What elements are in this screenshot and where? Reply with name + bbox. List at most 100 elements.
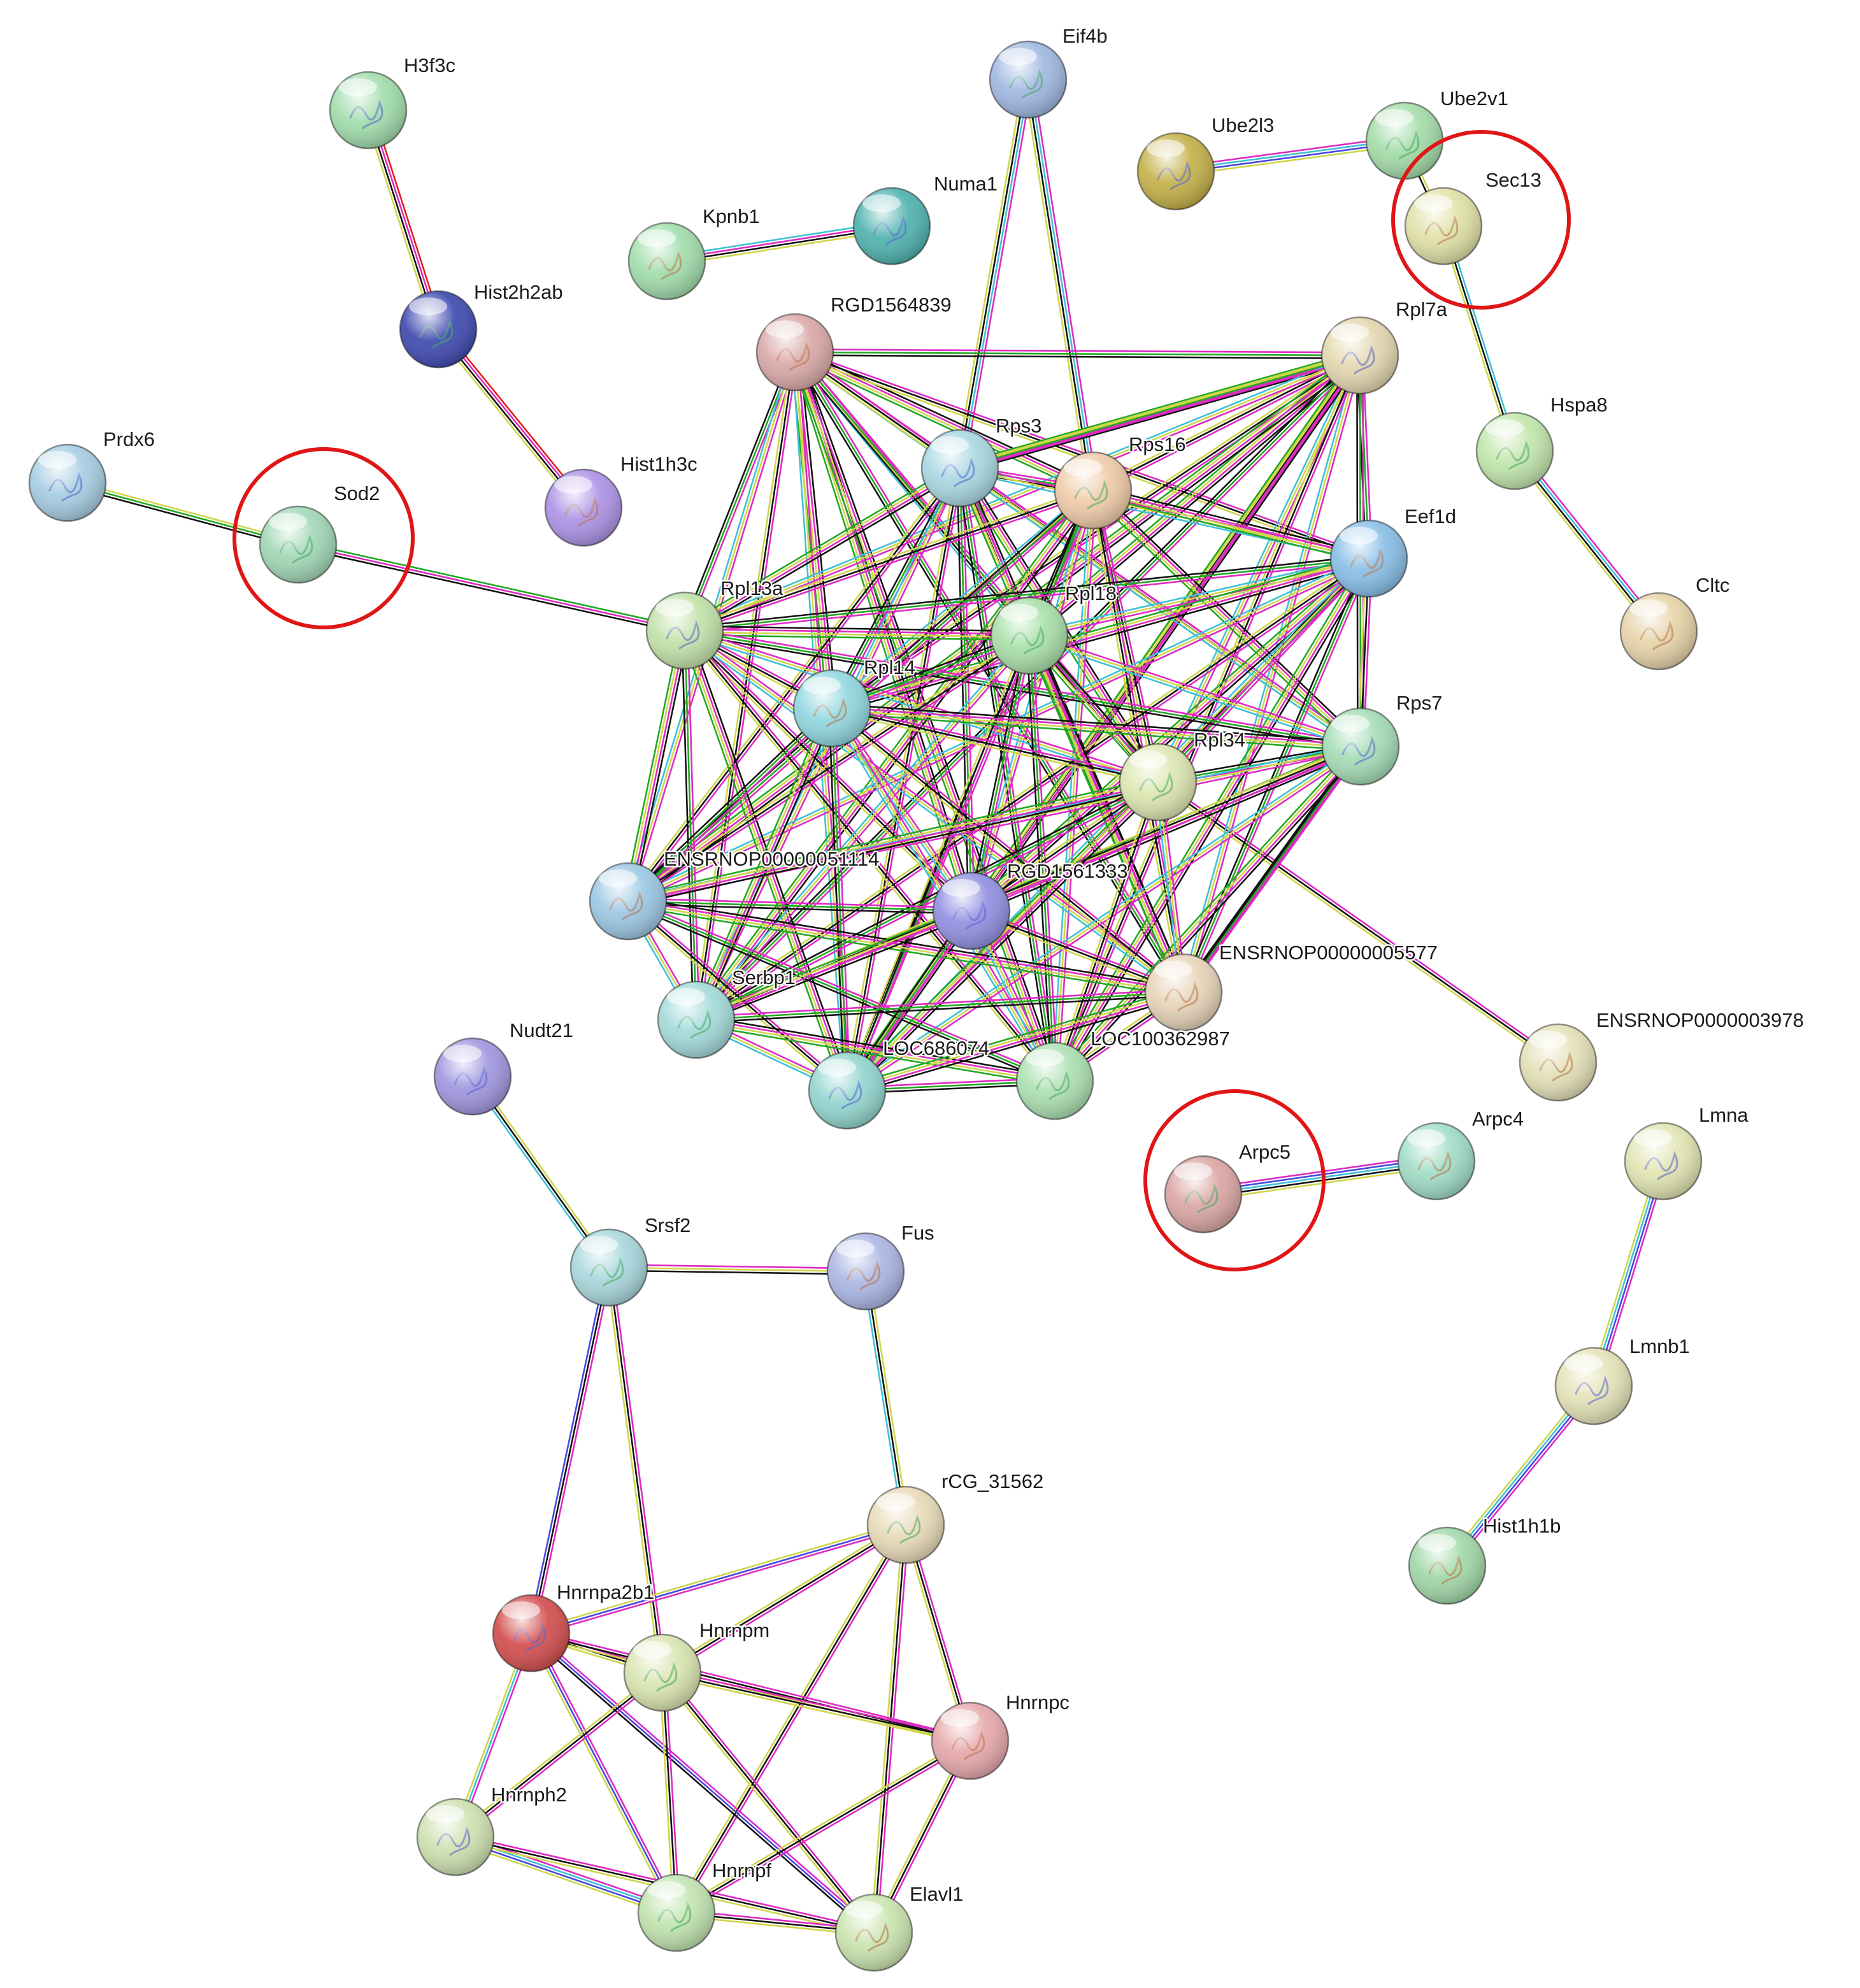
node-rpl14[interactable]: Rpl14 <box>792 655 917 748</box>
node-rpl13a[interactable]: Rpl13a <box>645 576 785 670</box>
edge-evidence-line <box>1027 555 1370 634</box>
node-loc686074[interactable]: LOC686074 <box>808 1036 991 1130</box>
edge-evidence-line <box>692 351 793 1020</box>
highlight-ring-sec13 <box>1391 130 1571 310</box>
edge-evidence-line <box>1175 141 1406 174</box>
edge-evidence-line <box>1202 1157 1437 1192</box>
edge-evidence-line <box>795 348 1371 557</box>
edge-evidence-line <box>697 914 974 1025</box>
edge-hnrnpa2b1-elavl1 <box>528 1630 877 1936</box>
edge-evidence-line <box>1054 781 1159 1082</box>
node-label: Numa1 <box>934 173 998 195</box>
node-highlight <box>269 513 307 531</box>
edge-evidence-line <box>683 487 1093 629</box>
edge-hspa8-cltc <box>1510 447 1663 635</box>
node-label: Sec13 <box>1485 169 1542 191</box>
node-kpnb1[interactable]: Kpnb1 <box>627 204 761 301</box>
edge-eif4b-rps3 <box>954 78 1034 470</box>
edge-evidence-line <box>1028 557 1370 637</box>
node-hnrnph2[interactable]: Hnrnph2 <box>416 1782 568 1877</box>
node-prdx6[interactable]: Prdx6 <box>28 427 156 522</box>
node-hist1h3c[interactable]: Hist1h3c <box>544 452 699 547</box>
node-ensrnop0000003978[interactable]: ENSRNOP0000003978 <box>1519 1008 1805 1102</box>
edge-evidence-line <box>1028 78 1096 491</box>
node-hspa8[interactable]: Hspa8 <box>1475 392 1609 490</box>
node-highlight <box>1629 599 1668 617</box>
node-highlight <box>647 1881 685 1899</box>
node-ensrnop00000051114[interactable]: ENSRNOP00000051114 <box>589 847 881 941</box>
edge-evidence-line <box>847 996 1186 1096</box>
node-nudt21[interactable]: Nudt21 <box>433 1018 575 1116</box>
edge-evidence-line <box>843 352 1357 1089</box>
node-elavl1[interactable]: Elavl1 <box>834 1882 965 1972</box>
edge-evidence-line <box>792 355 1092 496</box>
edge-evidence-line <box>608 1266 867 1273</box>
node-ube2l3[interactable]: Ube2l3 <box>1136 113 1276 211</box>
node-label: rCG_31562 <box>941 1470 1043 1492</box>
node-srsf2[interactable]: Srsf2 <box>569 1213 692 1307</box>
edge-serbp1-loc100362987 <box>694 1014 1057 1087</box>
edge-evidence-line <box>626 629 685 902</box>
edge-evidence-line <box>833 705 1187 991</box>
edge-evidence-line <box>628 630 687 903</box>
node-loc100362987[interactable]: LOC100362987 <box>1015 1026 1231 1120</box>
node-ube2v1[interactable]: Ube2v1 <box>1365 86 1510 180</box>
node-highlight <box>443 1045 482 1062</box>
edge-evidence-line <box>686 352 799 633</box>
edge-srsf2-hnrnpm <box>605 1266 666 1674</box>
edge-evidence-line <box>1174 135 1405 168</box>
edge-evidence-line <box>848 636 1033 1093</box>
edge-evidence-line <box>533 1267 613 1635</box>
node-rpl34[interactable]: Rpl34 <box>1119 727 1247 822</box>
node-eef1d[interactable]: Eef1d <box>1329 504 1458 598</box>
node-label: Rpl13a <box>720 577 783 599</box>
node-eif4b[interactable]: Eif4b <box>989 24 1109 119</box>
node-rgd1561333[interactable]: RGD1561333 <box>932 859 1129 950</box>
node-cltc[interactable]: Cltc <box>1619 573 1731 671</box>
edge-evidence-line <box>959 355 1361 471</box>
node-ensrnop00000005577[interactable]: ENSRNOP00000005577 <box>1144 940 1439 1032</box>
node-rps3[interactable]: Rps3 <box>920 413 1043 508</box>
edge-hist2h2ab-hist1h3c <box>434 325 588 511</box>
edge-evidence-line <box>687 629 700 1021</box>
edge-evidence-line <box>831 559 1370 711</box>
node-rgd1564839[interactable]: RGD1564839 <box>755 292 953 392</box>
node-hnrnpa2b1[interactable]: Hnrnpa2b1 <box>492 1580 656 1673</box>
node-arpc5[interactable]: Arpc5 <box>1164 1140 1292 1234</box>
edge-evidence-line <box>1594 1161 1666 1387</box>
node-rcg-31562[interactable]: rCG_31562 <box>866 1469 1045 1564</box>
node-hnrnpc[interactable]: Hnrnpc <box>931 1690 1071 1780</box>
node-rpl7a[interactable]: Rpl7a <box>1320 297 1449 395</box>
edge-evidence-line <box>864 1270 907 1526</box>
edge-evidence-line <box>368 108 441 330</box>
edge-rps7-ensrnop00000005577 <box>1180 744 1364 995</box>
node-hnrnpm[interactable]: Hnrnpm <box>623 1618 771 1712</box>
node-h3f3c[interactable]: H3f3c <box>329 53 457 150</box>
edge-evidence-line <box>626 776 1158 898</box>
node-hnrnpf[interactable]: Hnrnpf <box>637 1858 773 1952</box>
edge-evidence-line <box>684 561 1370 634</box>
edge-evidence-line <box>845 780 1158 1091</box>
node-lmnb1[interactable]: Lmnb1 <box>1554 1334 1691 1426</box>
node-sec13[interactable]: Sec13 <box>1404 168 1543 266</box>
edge-evidence-line <box>627 780 1159 901</box>
edge-evidence-line <box>1159 778 1561 1061</box>
edge-evidence-line <box>848 748 1363 1094</box>
node-serbp1[interactable]: Serbp1 <box>657 965 797 1059</box>
node-numa1[interactable]: Numa1 <box>852 171 999 266</box>
node-rps7[interactable]: Rps7 <box>1321 690 1444 786</box>
node-fus[interactable]: Fus <box>826 1220 936 1311</box>
node-hist1h1b[interactable]: Hist1h1b <box>1408 1513 1563 1605</box>
edge-eef1d-rpl18 <box>1027 555 1371 640</box>
edge-evidence-line <box>873 1524 907 1934</box>
node-rpl18[interactable]: Rpl18 <box>990 581 1119 675</box>
node-sod2[interactable]: Sod2 <box>259 481 382 584</box>
node-arpc4[interactable]: Arpc4 <box>1397 1106 1525 1201</box>
edge-hnrnpm-hnrnph2 <box>452 1670 666 1840</box>
node-highlight <box>836 1240 875 1257</box>
edge-evidence-line <box>973 635 1033 913</box>
node-hist2h2ab[interactable]: Hist2h2ab <box>399 280 564 369</box>
node-lmna[interactable]: Lmna <box>1624 1103 1750 1201</box>
edge-evidence-line <box>830 710 1159 786</box>
node-rps16[interactable]: Rps16 <box>1054 432 1187 530</box>
